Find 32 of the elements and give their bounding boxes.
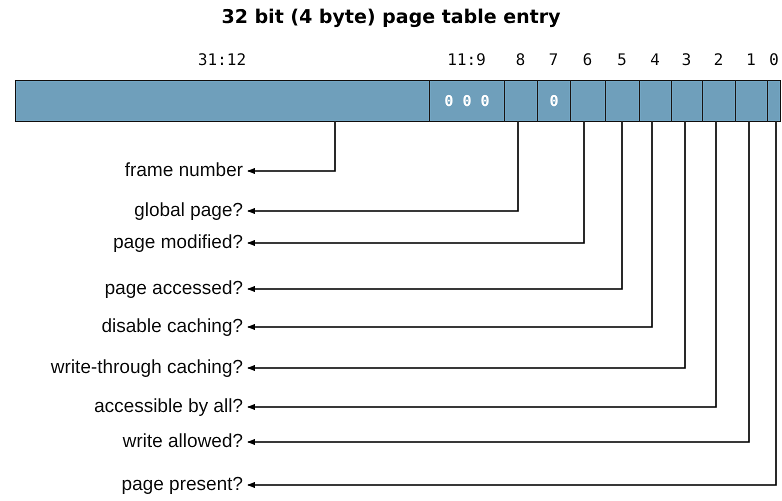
bit-number: 2 — [712, 49, 724, 71]
field-description: frame number — [124, 158, 243, 184]
diagram-title: 32 bit (4 byte) page table entry — [220, 6, 562, 28]
field-description: write-through caching? — [50, 355, 243, 381]
arrow — [247, 122, 686, 372]
arrow — [247, 122, 717, 410]
field-description: accessible by all? — [94, 394, 243, 420]
field-description: page modified? — [113, 230, 243, 256]
bit-value: 0 — [549, 92, 559, 110]
arrow — [247, 122, 519, 214]
arrow — [247, 122, 585, 246]
bit-number: 5 — [616, 49, 628, 71]
bit-number: 4 — [649, 49, 661, 71]
bit-number: 0 — [768, 49, 780, 71]
arrow — [247, 122, 750, 446]
bit-value: 0 0 0 — [444, 92, 490, 110]
bit-number: 31:12 — [196, 49, 248, 71]
arrow — [247, 122, 777, 488]
bit-number: 7 — [548, 49, 560, 71]
arrow — [247, 122, 336, 174]
arrow — [247, 122, 623, 292]
field-description: global page? — [134, 198, 243, 224]
field-description: disable caching? — [101, 314, 243, 340]
field-description: page accessed? — [104, 276, 243, 302]
bit-number: 11:9 — [446, 49, 487, 71]
bit-number: 1 — [745, 49, 757, 71]
field-description: write allowed? — [122, 429, 243, 455]
bit-number: 6 — [582, 49, 594, 71]
bit-number: 3 — [680, 49, 692, 71]
field-description: page present? — [122, 472, 243, 498]
arrow — [247, 122, 653, 330]
bit-number: 8 — [514, 49, 526, 71]
